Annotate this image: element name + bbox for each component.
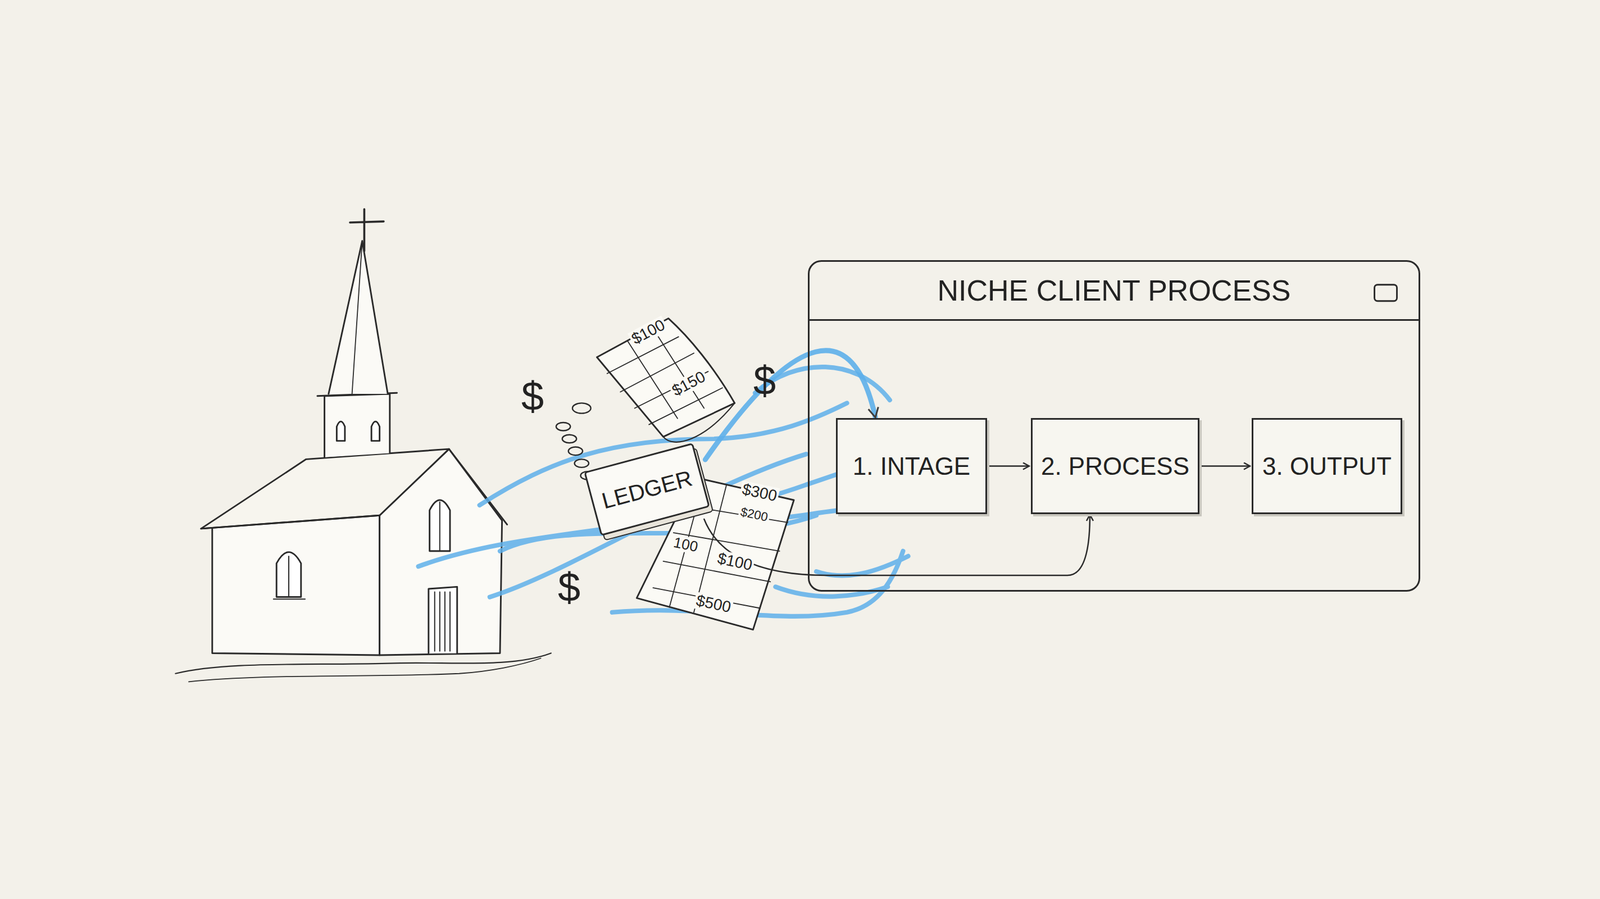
window-title: NICHE CLIENT PROCESS [937,273,1292,308]
flow-arrow [703,515,1090,576]
step-label: 1. INTAGE [852,452,971,481]
step-label: 2. PROCESS [1041,452,1190,481]
dollar-sign: $ [519,375,546,417]
book-title: LEDGER [598,465,695,514]
title-bar: NICHE CLIENT PROCESS [809,261,1419,321]
step-label: 3. OUTPUT [1262,452,1392,481]
flow-arrow [989,465,1029,467]
dollar-sign: $ [751,359,778,402]
flow-arrow [1201,465,1250,467]
process-box: 2. PROCESS [1030,417,1200,515]
app-window: NICHE CLIENT PROCESS 1. INTAGE 2. PROCESS 3… [807,260,1421,592]
process-box: 1. INTAGE [835,417,988,515]
dollar-sign: $ [556,566,583,608]
process-box: 3. OUTPUT [1251,417,1403,515]
